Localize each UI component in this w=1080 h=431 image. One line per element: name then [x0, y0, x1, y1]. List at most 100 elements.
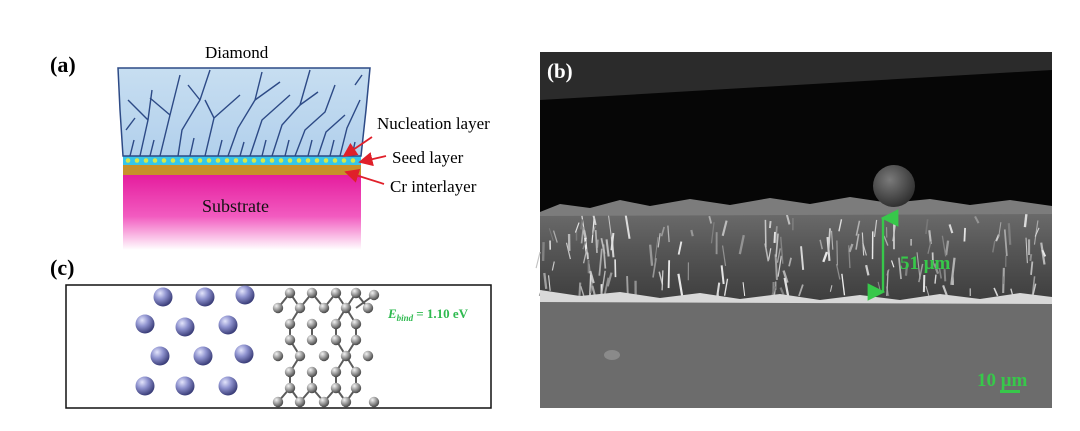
seed-dot — [306, 158, 311, 163]
seed-dot — [135, 158, 140, 163]
seed-dot — [270, 158, 275, 163]
panel-c: (c) Ebind= 1.10 eV — [50, 255, 491, 408]
carbon-atom — [341, 303, 351, 313]
carbon-atom — [351, 335, 361, 345]
carbon-atom — [369, 290, 379, 300]
sem-facet — [776, 254, 777, 280]
seed-dot — [315, 158, 320, 163]
seed-dot — [279, 158, 284, 163]
carbon-atom — [307, 383, 317, 393]
ebind-subscript: bind — [397, 313, 414, 323]
seed-dot — [189, 158, 194, 163]
carbon-atom — [295, 397, 305, 407]
carbon-atom — [351, 319, 361, 329]
seed-dot — [162, 158, 167, 163]
carbon-atom — [295, 351, 305, 361]
metal-atom — [235, 345, 254, 364]
seed-dot — [180, 158, 185, 163]
carbon-atom — [331, 383, 341, 393]
sem-facet — [964, 228, 965, 242]
panel-b-label: (b) — [547, 59, 573, 83]
sem-facet — [1009, 223, 1010, 245]
seed-dot — [144, 158, 149, 163]
metal-atom — [176, 377, 195, 396]
sem-debris — [604, 350, 620, 360]
carbon-atom — [285, 367, 295, 377]
sem-facet — [536, 252, 540, 268]
substrate-label: Substrate — [202, 196, 269, 216]
sem-facet — [587, 253, 588, 260]
sem-facet — [935, 275, 936, 284]
carbon-atom — [285, 319, 295, 329]
seed-dot — [333, 158, 338, 163]
seed-dot — [252, 158, 257, 163]
sem-particle — [873, 165, 915, 207]
panel-a-label: (a) — [50, 52, 76, 77]
seed-dot — [297, 158, 302, 163]
sem-facet — [627, 276, 628, 295]
carbon-atom — [363, 303, 373, 313]
sem-facet — [837, 241, 838, 266]
sem-facet — [869, 287, 870, 295]
carbon-atom — [341, 397, 351, 407]
sem-facet — [774, 232, 775, 243]
carbon-atom — [319, 351, 329, 361]
carbon-atom — [369, 397, 379, 407]
seed-dot — [243, 158, 248, 163]
sem-facet — [770, 221, 771, 228]
metal-atom — [136, 315, 155, 334]
seed-dot — [126, 158, 131, 163]
seed-dot — [324, 158, 329, 163]
carbon-atom — [319, 397, 329, 407]
nucleation-layer-label: Nucleation layer — [377, 114, 490, 133]
carbon-atom — [307, 288, 317, 298]
seed-dot — [261, 158, 266, 163]
metal-atom — [154, 288, 173, 307]
carbon-atom — [351, 367, 361, 377]
carbon-atom — [331, 288, 341, 298]
seed-dot — [207, 158, 212, 163]
panel-c-label: (c) — [50, 255, 74, 280]
cr-interlayer — [123, 165, 361, 175]
carbon-atom — [273, 351, 283, 361]
metal-atom — [219, 377, 238, 396]
carbon-atom — [331, 335, 341, 345]
scale-bar-label: 10 μm — [977, 370, 1028, 391]
seed-dot — [216, 158, 221, 163]
carbon-atom — [273, 397, 283, 407]
sem-facet — [669, 260, 670, 288]
carbon-atom — [307, 367, 317, 377]
seed-arrow — [360, 156, 386, 162]
metal-atom — [219, 316, 238, 335]
panel-b: 51 μm 10 μm (b) — [536, 52, 1052, 408]
seed-dot — [153, 158, 158, 163]
carbon-atom — [363, 351, 373, 361]
cr-interlayer-label: Cr interlayer — [390, 177, 477, 196]
sem-facet — [1025, 214, 1026, 227]
carbon-atom — [319, 303, 329, 313]
carbon-atom — [307, 335, 317, 345]
sem-film-cross-section — [540, 212, 1052, 300]
metal-atom — [151, 347, 170, 366]
sem-facet — [1030, 254, 1031, 261]
seed-dot — [225, 158, 230, 163]
sem-facet — [691, 230, 692, 236]
seed-dot — [198, 158, 203, 163]
carbon-atom — [331, 319, 341, 329]
ebind-value: = 1.10 eV — [416, 306, 468, 321]
thickness-label: 51 μm — [900, 253, 951, 274]
metal-atom — [176, 318, 195, 337]
metal-atom — [136, 377, 155, 396]
metal-atom — [196, 288, 215, 307]
carbon-atom — [351, 383, 361, 393]
carbon-atom — [307, 319, 317, 329]
diamond-label: Diamond — [205, 43, 269, 62]
panel-a: (a) Diamond Substrate — [50, 43, 490, 250]
metal-atom — [194, 347, 213, 366]
seed-dot — [351, 158, 356, 163]
seed-dot — [342, 158, 347, 163]
carbon-atom — [273, 303, 283, 313]
metal-atom — [236, 286, 255, 305]
